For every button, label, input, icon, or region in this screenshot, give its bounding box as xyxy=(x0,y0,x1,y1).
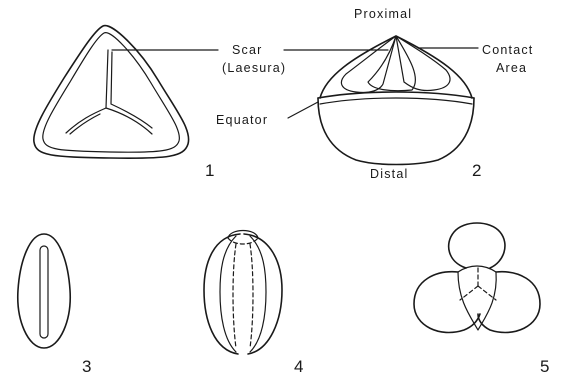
equator-label: Equator xyxy=(216,113,268,127)
equator-outer-line xyxy=(318,92,474,98)
area-label: Area xyxy=(496,61,527,75)
figure-number-5: 5 xyxy=(540,357,549,376)
distal-face-outline xyxy=(318,98,474,165)
figure-4-tetrad-side-view xyxy=(204,231,282,355)
figure-number-4: 4 xyxy=(294,357,303,376)
tetrad-dashed-left xyxy=(233,244,236,348)
monolete-outline xyxy=(18,234,70,348)
laesura-arm-right xyxy=(106,108,152,134)
laesura-arm-left xyxy=(66,108,106,133)
laesura-arm-top xyxy=(106,50,108,108)
figure-number-1: 1 xyxy=(205,161,214,180)
equator-inner-line xyxy=(320,98,472,104)
tetrad-lobe-top xyxy=(449,223,505,268)
figure-3-monolete-spore xyxy=(18,234,70,348)
tetrad-dashed-arm-left xyxy=(460,286,478,300)
laesura-lip xyxy=(111,52,152,128)
figure-number-3: 3 xyxy=(82,357,91,376)
proximal-face-outline xyxy=(320,36,472,98)
distal-label: Distal xyxy=(370,167,408,181)
figure-1-trilete-spore xyxy=(34,26,218,159)
tetrad-dashed-ring-top xyxy=(228,238,258,244)
tetrad-lobe-right xyxy=(478,272,540,333)
laesura-label: (Laesura) xyxy=(222,61,286,75)
laesura-lip-left xyxy=(70,114,100,134)
contact-label: Contact xyxy=(482,43,533,57)
equator-leader-line xyxy=(288,102,318,118)
figure-2-equatorial-view xyxy=(284,36,478,165)
figure-5-tetrad-polar-view xyxy=(414,223,540,332)
scar-label: Scar xyxy=(232,43,263,57)
figure-number-2: 2 xyxy=(472,161,481,180)
tetrad-dashed-right xyxy=(250,244,253,348)
tetrad-outer-right xyxy=(244,234,282,354)
monolete-laesura xyxy=(40,246,48,338)
tetrad-top-cap xyxy=(228,231,258,239)
tetrad-lobe-left xyxy=(414,272,480,333)
proximal-label: Proximal xyxy=(354,7,412,21)
